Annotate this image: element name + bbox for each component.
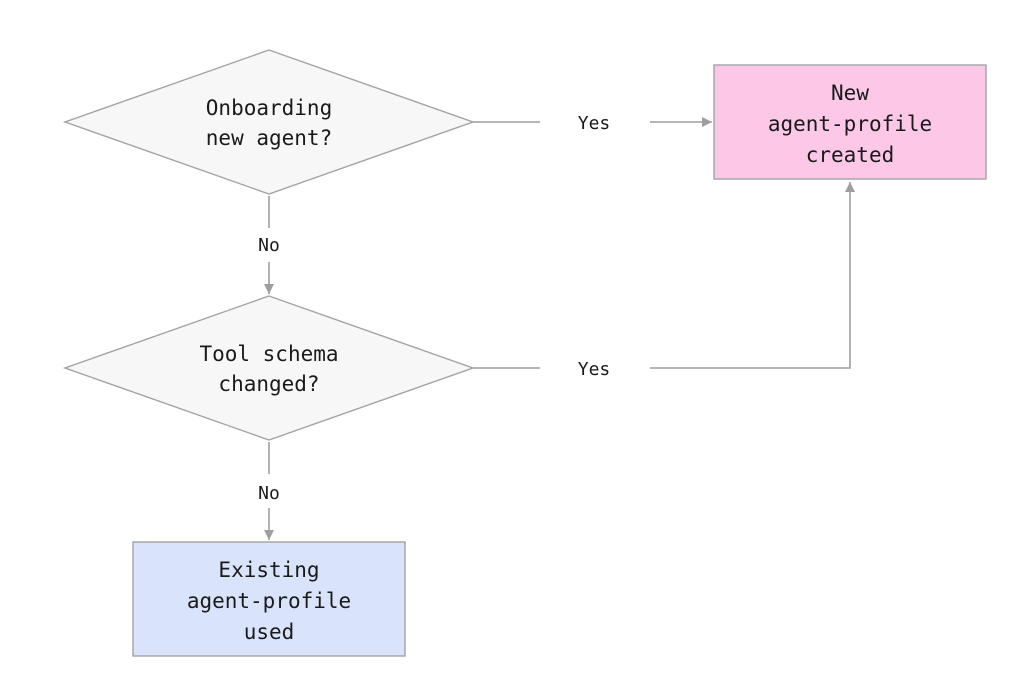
decision-diamond [62, 295, 476, 441]
edge-schema-no: No [258, 442, 280, 540]
result-new-line-1: New [831, 81, 869, 105]
edge-label-onboarding-no: No [258, 235, 280, 256]
decision-tool-schema-changed: Tool schema changed? [62, 295, 476, 441]
decision-schema-line-2: changed? [218, 372, 319, 396]
result-existing-line-1: Existing [218, 558, 319, 582]
edge-onboarding-no: No [258, 196, 280, 294]
result-new-agent-profile: New agent-profile created [713, 64, 987, 180]
decision-onboarding-line-1: Onboarding [206, 96, 332, 120]
decision-diamond [62, 49, 476, 195]
result-new-line-3: created [806, 143, 895, 167]
edge-label-onboarding-yes: Yes [578, 113, 611, 134]
result-new-box [713, 64, 987, 180]
result-existing-line-3: used [244, 620, 295, 644]
edge-onboarding-yes: Yes [473, 113, 712, 134]
result-existing-line-2: agent-profile [187, 589, 351, 613]
edge-label-schema-no: No [258, 483, 280, 504]
edge-schema-yes-arrow [650, 182, 855, 369]
edge-schema-yes: Yes [473, 182, 855, 380]
result-existing-box [132, 541, 406, 657]
result-existing-agent-profile: Existing agent-profile used [132, 541, 406, 657]
edge-label-schema-yes: Yes [578, 359, 611, 380]
decision-onboarding-line-2: new agent? [206, 126, 332, 150]
decision-onboarding-new-agent: Onboarding new agent? [62, 49, 476, 195]
decision-schema-line-1: Tool schema [199, 342, 338, 366]
result-new-line-2: agent-profile [768, 112, 932, 136]
